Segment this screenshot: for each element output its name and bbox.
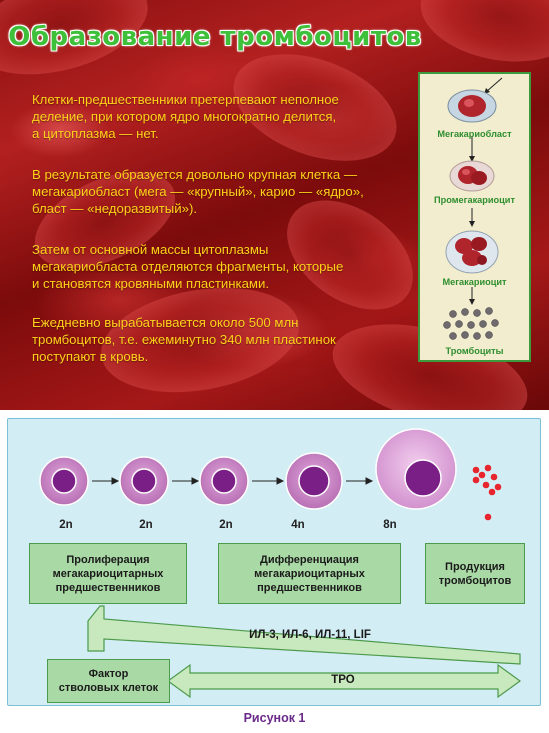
platelet-production-box: Продукция тромбоцитов: [425, 543, 525, 604]
text-line: мегакариобласт (мега — «крупный», карио …: [32, 184, 364, 199]
paragraph-megakaryoblast: В результате образуется довольно крупная…: [32, 166, 407, 217]
cell-transition-arrows: [92, 477, 374, 485]
phase-line: предшественников: [257, 581, 362, 594]
promegakaryocyte-cell: [449, 160, 495, 192]
cell-2n-first: [39, 456, 89, 506]
text-line: В результате образуется довольно крупная…: [32, 167, 358, 182]
text-line: бласт — «недоразвитый»).: [32, 201, 198, 216]
ploidy-label-2: 2n: [139, 519, 153, 531]
stage-label-megakaryoblast: Мегакариобласт: [437, 129, 512, 139]
megakaryoblast-cell: [447, 89, 497, 123]
cell-2n-third: [199, 456, 249, 506]
megakaryocyte-stages-panel: Мегакариобласт Промегакариоцит Мегакарио…: [418, 72, 531, 362]
factor-line: Фактор: [88, 668, 129, 680]
entry-arrow: [485, 77, 503, 93]
red-blood-cell-decoration: [413, 0, 549, 74]
paragraph-incomplete-division: Клетки-предшественники претерпевают непо…: [32, 91, 407, 142]
stage-label-promegakaryocyte: Промегакариоцит: [434, 195, 515, 205]
phase-line: Пролиферация: [66, 553, 150, 566]
slide-title: Образование тромбоцитов: [8, 22, 422, 52]
diagram-graphics: [39, 428, 522, 699]
phase-line: Дифференциация: [260, 553, 359, 566]
title-slide: Образование тромбоцитов Клетки-предшеств…: [0, 0, 549, 410]
interleukins-label: ИЛ-3, ИЛ-6, ИЛ-11, LIF: [249, 629, 371, 641]
phase-line: мегакариоцитарных: [52, 567, 164, 580]
figure-caption: Рисунок 1: [243, 711, 306, 725]
text-line: Ежедневно вырабатывается около 500 млн: [32, 315, 299, 330]
tpo-double-arrow: [166, 663, 522, 699]
stages-illustration: [443, 77, 503, 340]
text-line: поступают в кровь.: [32, 349, 149, 364]
tpo-label: ТРО: [331, 674, 355, 686]
ploidy-label-3: 2n: [219, 519, 233, 531]
text-line: мегакариобласта отделяются фрагменты, ко…: [32, 259, 344, 274]
ploidy-label-5: 8n: [383, 519, 397, 531]
ploidy-label-1: 2n: [59, 519, 73, 531]
stage-label-platelets: Тромбоциты: [445, 346, 504, 356]
platelets-cluster: [443, 307, 499, 340]
text-line: и становятся кровяными пластинками.: [32, 276, 269, 291]
phase-line: мегакариоцитарных: [254, 567, 365, 580]
stem-cell-factor-box: Фактор стволовых клеток: [47, 659, 170, 703]
cell-8n: [375, 428, 457, 510]
text-line: а цитоплазма — нет.: [32, 126, 159, 141]
text-line: Затем от основной массы цитоплазмы: [32, 242, 269, 257]
stage-label-megakaryocyte: Мегакариоцит: [442, 277, 507, 287]
thrombopoiesis-diagram: 2n 2n 2n 4n 8n Пролиферация мегакариоцит…: [7, 418, 541, 706]
phase-line: предшественников: [55, 581, 161, 594]
megakaryocyte-cell: [445, 230, 499, 274]
ploidy-label-4: 4n: [291, 519, 305, 531]
phase-line: тромбоцитов: [438, 574, 512, 587]
platelets-red-dots: [472, 464, 502, 521]
cell-4n: [285, 452, 343, 510]
proliferation-box: Пролиферация мегакариоцитарных предшеств…: [29, 543, 187, 604]
paragraph-fragments: Затем от основной массы цитоплазмы мегак…: [32, 241, 407, 292]
text-line: тромбоцитов, т.е. ежеминутно 340 млн пла…: [32, 332, 336, 347]
paragraph-daily-production: Ежедневно вырабатывается около 500 млн т…: [32, 314, 407, 365]
text-line: Клетки-предшественники претерпевают непо…: [32, 92, 339, 107]
differentiation-box: Дифференциация мегакариоцитарных предшес…: [218, 543, 401, 604]
cell-2n-second: [119, 456, 169, 506]
phase-line: Продукция: [445, 560, 505, 573]
text-line: деление, при котором ядро многократно де…: [32, 109, 337, 124]
factor-line: стволовых клеток: [58, 682, 159, 694]
interleukin-arrow: [87, 605, 521, 665]
